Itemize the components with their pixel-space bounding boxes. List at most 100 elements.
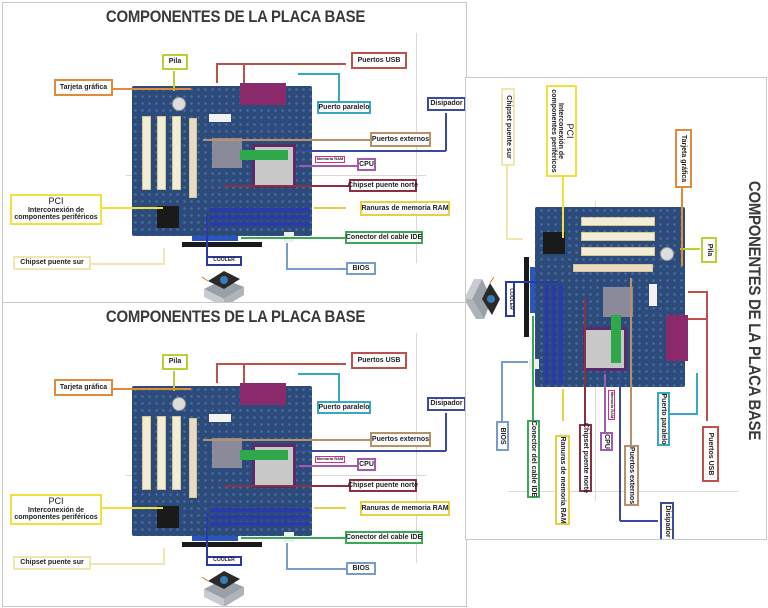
connector-line <box>206 513 208 563</box>
battery-image <box>172 97 186 111</box>
ram-slot <box>559 285 563 385</box>
label-puertos-externos: Puertos externos <box>624 445 639 506</box>
label-bios: BIOS <box>496 421 509 451</box>
connector-line <box>173 371 175 391</box>
label-puerto-paralelo: Puerto paralelo <box>317 101 371 114</box>
pci-slot <box>581 217 655 226</box>
pci-desc-line-1: Interconexión de <box>27 506 84 514</box>
diagram-content: COMPONENTES DE LA PLACA BASE <box>466 78 766 539</box>
pci-slot <box>157 416 166 490</box>
diagram-panel-top: COMPONENTES DE LA PLACA BASE <box>2 2 467 304</box>
heatsink-fins <box>224 587 244 606</box>
label-chipset-puente-norte: Chipset puente norte <box>348 179 418 192</box>
label-disipador: Disipador <box>427 397 466 411</box>
label-ranuras-memoria-ram: Ranuras de memoria RAM <box>360 501 450 516</box>
label-pci: PCI Interconexión de componentes perifér… <box>10 494 102 525</box>
agp-slot <box>189 418 197 498</box>
connector-line <box>286 568 348 570</box>
pci-title: PCI <box>565 123 576 139</box>
atx-power-connector <box>209 414 231 422</box>
connector-line <box>680 248 700 250</box>
floppy-connector <box>182 542 262 547</box>
ram-module <box>240 150 288 160</box>
connector-line <box>584 298 586 426</box>
connector-line <box>203 139 370 141</box>
ram-slot <box>210 515 310 519</box>
label-chipset-puente-sur: Chipset puente sur <box>13 256 91 270</box>
label-puerto-paralelo: Puerto paralelo <box>657 392 670 446</box>
label-disipador: Disipador <box>660 502 674 539</box>
connector-line <box>299 465 359 467</box>
ram-slot <box>210 222 310 226</box>
connector-line <box>338 73 340 107</box>
connector-line <box>216 363 218 383</box>
label-tarjeta-grafica: Tarjeta gráfica <box>675 129 692 188</box>
label-memoria-ram: Memoria RAM <box>315 156 345 163</box>
label-cpu: CPU <box>357 458 376 471</box>
fan-hub <box>487 295 495 303</box>
ram-slot <box>210 522 310 526</box>
label-conector-cable-ide: Conector del cable IDE <box>345 531 423 544</box>
pci-desc-line-2: componentes periféricos <box>549 89 557 173</box>
fan-cable <box>489 276 495 284</box>
connector-line <box>206 213 208 263</box>
pci-desc-line-2: componentes periféricos <box>14 214 98 222</box>
connector-line <box>223 185 351 187</box>
atx-power-connector <box>649 284 657 306</box>
connector-line <box>298 373 338 375</box>
label-tarjeta-grafica: Tarjeta gráfica <box>54 379 113 396</box>
label-puertos-usb: Puertos USB <box>351 352 407 369</box>
label-conector-cable-ide: Conector del cable IDE <box>345 231 423 244</box>
label-tarjeta-grafica: Tarjeta gráfica <box>54 79 113 96</box>
connector-line <box>506 166 508 240</box>
label-bios: BIOS <box>346 562 376 575</box>
ram-slot <box>210 508 310 512</box>
connector-line <box>508 281 558 283</box>
connector-line <box>696 373 698 413</box>
diagram-content: COMPONENTES DE LA PLACA BASE <box>3 303 466 606</box>
fan-hub <box>220 276 228 284</box>
ram-slot <box>552 285 556 385</box>
connector-line <box>562 176 564 238</box>
connector-line <box>216 63 218 83</box>
pci-slot <box>142 416 151 490</box>
connector-line <box>243 63 245 83</box>
fan-cable <box>201 576 209 582</box>
connector-line <box>163 248 165 264</box>
label-pila: Pila <box>701 237 717 263</box>
connector-line <box>532 316 534 421</box>
battery-image <box>660 247 674 261</box>
label-cooler: COOLER <box>505 281 515 317</box>
label-puertos-usb: Puertos USB <box>351 52 407 69</box>
connector-line <box>445 413 447 451</box>
heatsink-fins <box>466 279 482 299</box>
pci-slot <box>581 247 655 256</box>
pci-title: PCI <box>48 495 64 506</box>
label-puertos-usb: Puertos USB <box>702 426 719 482</box>
connector-line <box>604 374 606 434</box>
ram-module <box>611 315 621 363</box>
guide-line-vertical <box>416 333 417 563</box>
diagram-title: COMPONENTES DE LA PLACA BASE <box>105 7 366 26</box>
heatsink-fins <box>204 289 224 303</box>
diagram-content: COMPONENTES DE LA PLACA BASE <box>3 3 466 303</box>
label-chipset-puente-norte: Chipset puente norte <box>348 479 418 492</box>
heatsink-fins <box>466 299 484 319</box>
ide-connector <box>192 536 238 541</box>
connector-line <box>501 361 503 423</box>
connector-line <box>286 268 348 270</box>
connector-line <box>314 207 346 209</box>
connector-line <box>216 63 346 65</box>
motherboard-image <box>132 83 312 247</box>
southbridge-chip <box>157 206 179 228</box>
agp-slot <box>573 264 653 272</box>
diagram-title: COMPONENTES DE LA PLACA BASE <box>105 307 366 326</box>
connector-line <box>338 373 340 407</box>
connector-line <box>681 186 683 266</box>
connector-line <box>688 291 708 293</box>
battery-image <box>172 397 186 411</box>
cooler-fan-image <box>201 571 244 606</box>
connector-line <box>286 243 288 269</box>
pci-desc-line-2: componentes periféricos <box>14 514 98 522</box>
agp-slot <box>189 118 197 198</box>
